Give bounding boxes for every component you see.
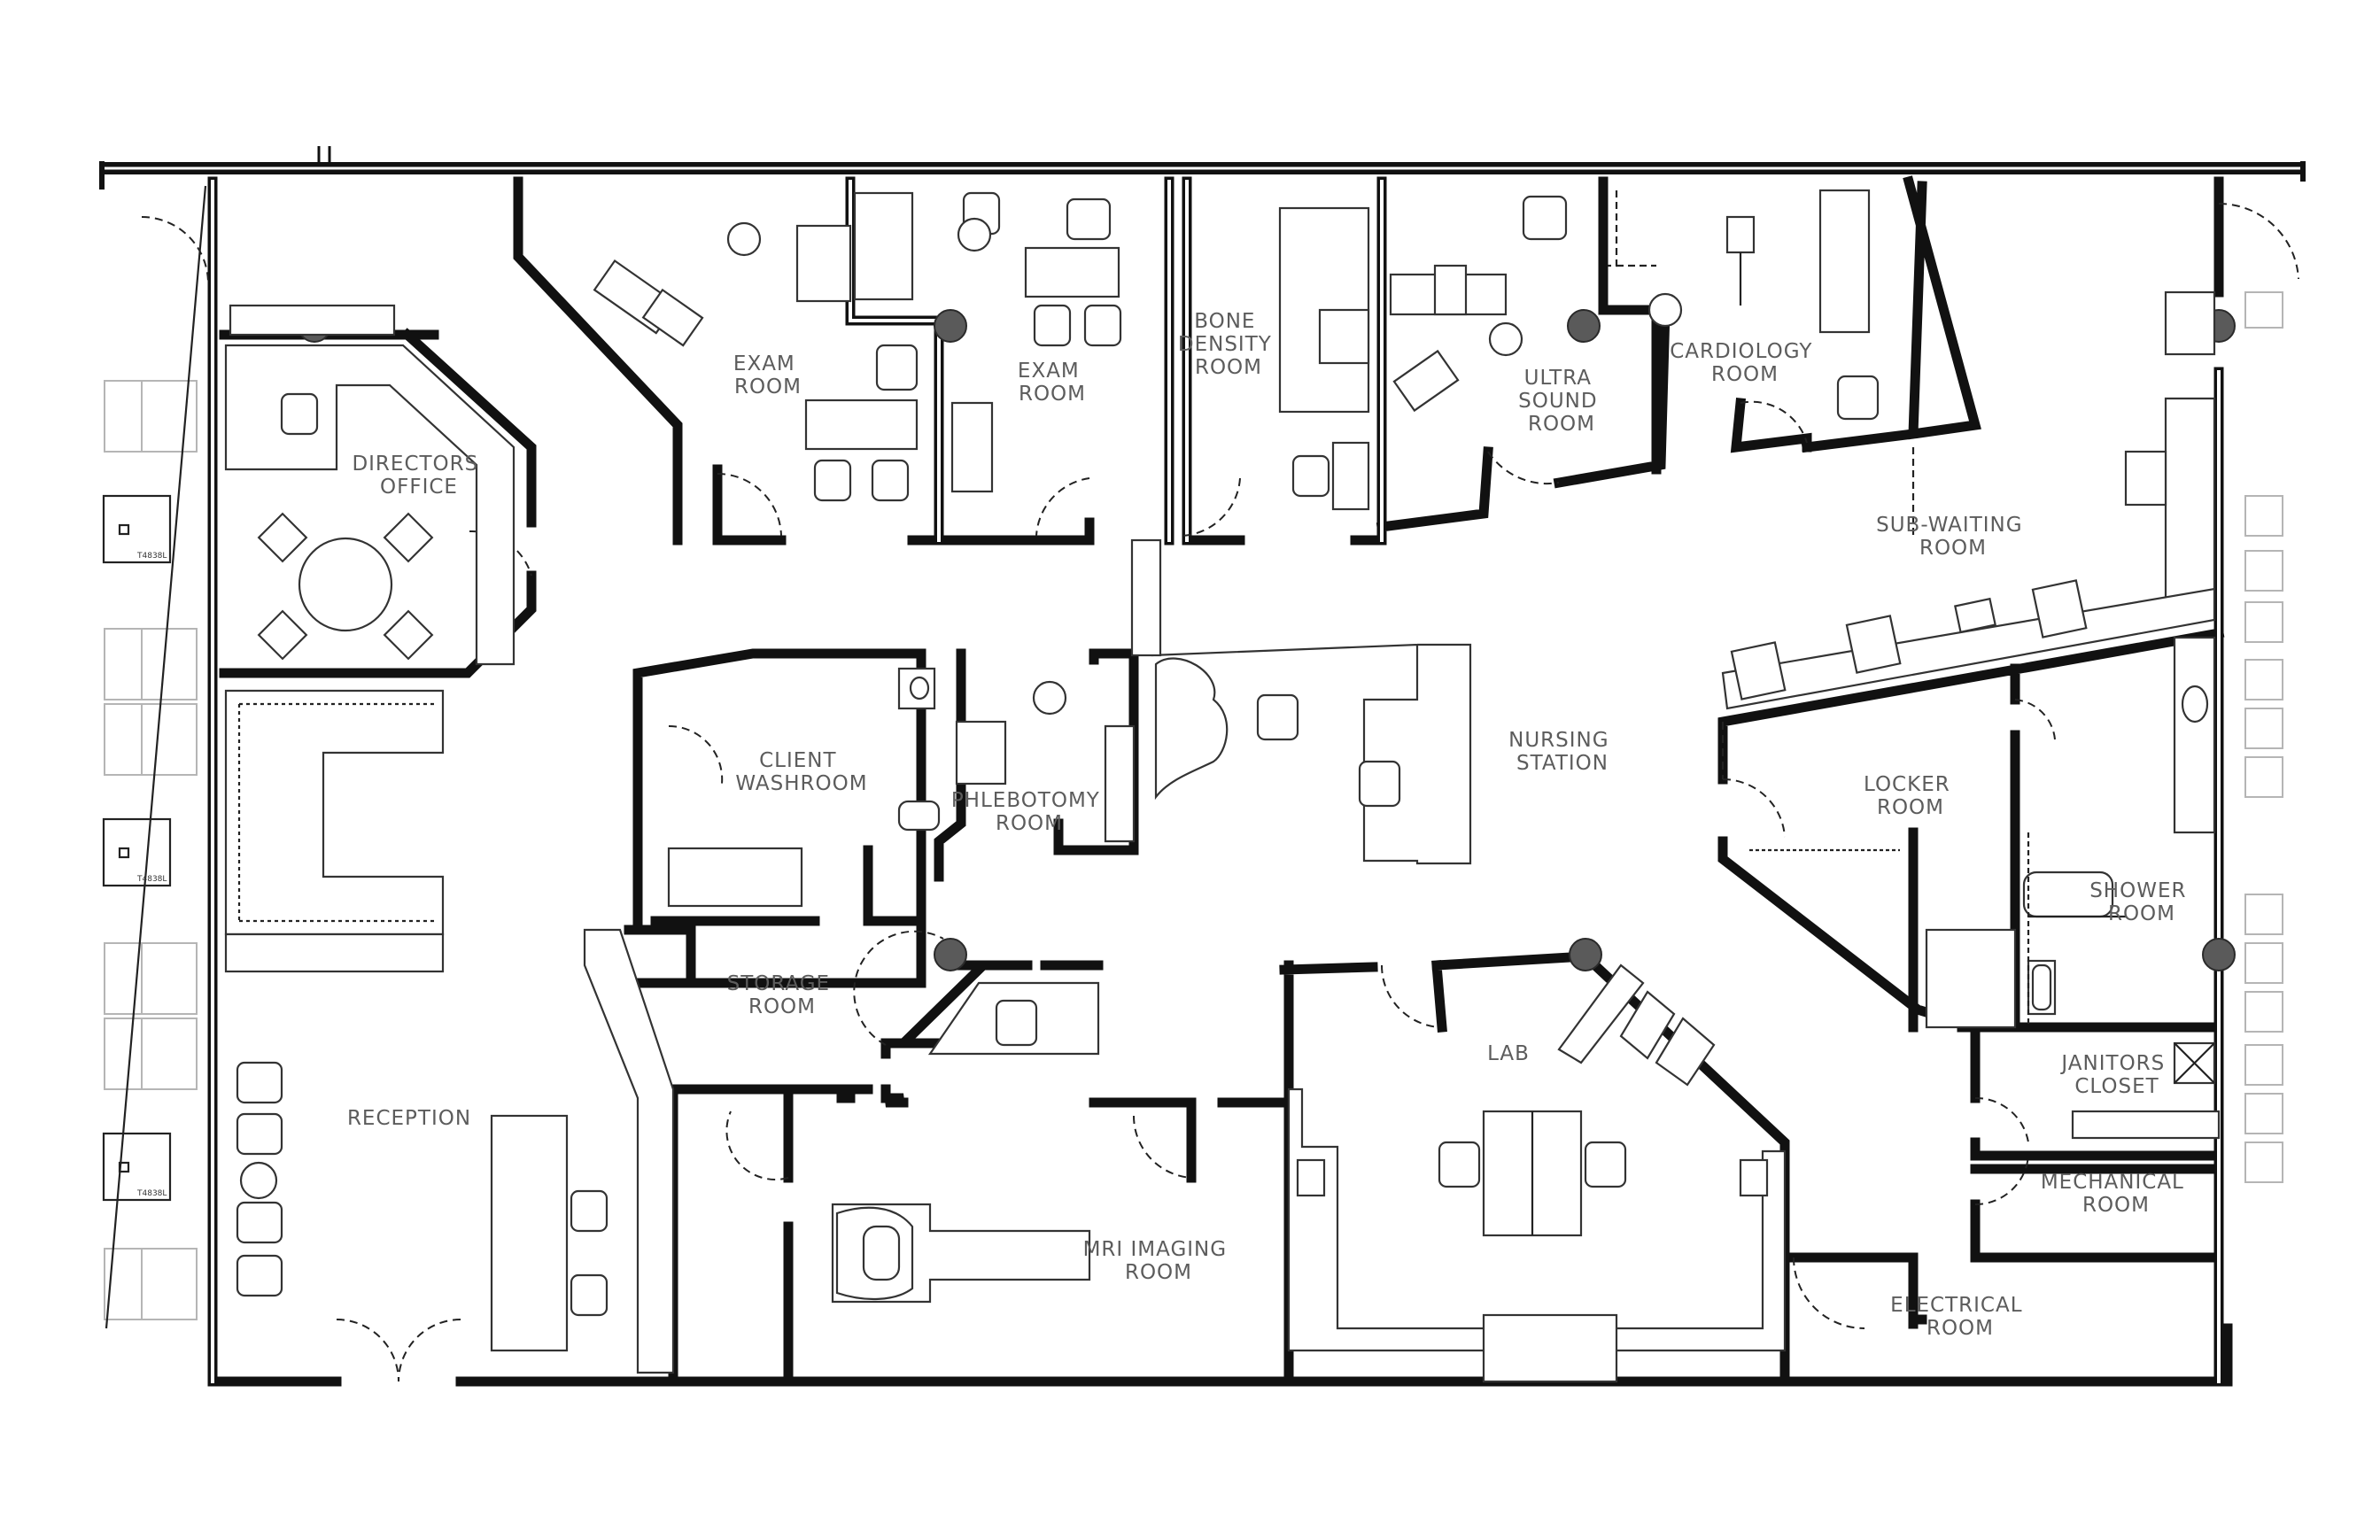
sub-waiting-furniture <box>1721 290 2216 710</box>
top-rooms-furniture <box>593 189 1880 511</box>
directors-office-furniture <box>224 304 516 666</box>
label-client-washroom: CLIENT WASHROOM <box>735 749 867 795</box>
label-reception: RECEPTION <box>347 1107 471 1130</box>
label-directors-office: DIRECTORS OFFICE <box>352 453 485 499</box>
label-mechanical-room: MECHANICAL ROOM <box>2041 1171 2191 1217</box>
svg-text:T4838L: T4838L <box>136 875 167 884</box>
storage-mri-furniture <box>831 981 1100 1304</box>
label-janitors-closet: JANITORS CLOSET <box>2059 1052 2172 1098</box>
locker-shower-furniture <box>1749 636 2216 1029</box>
svg-text:T4838L: T4838L <box>136 1189 167 1198</box>
label-lab: LAB <box>1487 1042 1530 1065</box>
exterior-left: T4838L T4838L T4838L <box>102 185 207 1329</box>
label-nursing-station: NURSING STATION <box>1508 729 1616 775</box>
label-phlebotomy-room: PHLEBOTOMY ROOM <box>951 789 1107 835</box>
exterior-right <box>2244 291 2283 1183</box>
label-exam-room-2: EXAM ROOM <box>1018 360 1087 406</box>
label-cardiology-room: CARDIOLOGY ROOM <box>1670 340 1820 386</box>
door-swings <box>141 202 2299 1382</box>
label-electrical-room: ELECTRICAL ROOM <box>1890 1294 2030 1340</box>
label-sub-waiting-room: SUB-WAITING ROOM <box>1876 514 2030 560</box>
label-mri-imaging-room: MRI IMAGING ROOM <box>1083 1238 1235 1284</box>
label-exam-room-1: EXAM ROOM <box>733 352 802 399</box>
label-storage-room: STORAGE ROOM <box>727 972 838 1018</box>
label-ultra-sound-room: ULTRA SOUND ROOM <box>1518 367 1605 436</box>
janitors-closet-furniture <box>2071 1041 2221 1140</box>
label-bone-density-room: BONE DENSITY ROOM <box>1178 310 1279 379</box>
svg-text:T4838L: T4838L <box>136 552 167 561</box>
centre-furniture <box>667 538 1472 908</box>
label-shower-room: SHOWER ROOM <box>2089 879 2194 925</box>
fixture-tag: T4838L T4838L T4838L <box>118 523 167 1198</box>
reception-furniture <box>224 689 675 1374</box>
lab-furniture <box>1287 963 1787 1383</box>
room-labels: EXAM ROOM EXAM ROOM BONE DENSITY ROOM UL… <box>347 310 2194 1340</box>
exterior-top-wall <box>99 146 2306 190</box>
label-locker-room: LOCKER ROOM <box>1864 773 1957 819</box>
